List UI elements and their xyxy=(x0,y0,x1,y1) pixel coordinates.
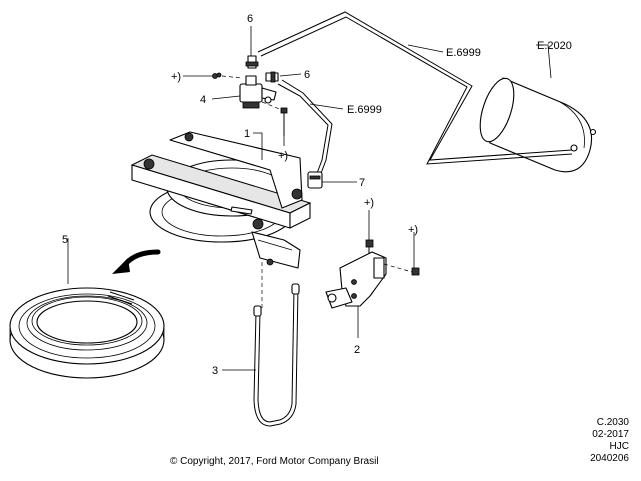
drawing-code: C.2030 xyxy=(596,417,629,428)
bracket-bolt-right xyxy=(411,267,420,276)
bolt-middle xyxy=(280,107,288,136)
u-shaped-hose xyxy=(253,283,300,427)
mounting-bracket xyxy=(325,251,387,309)
drawing-initials: HJC xyxy=(609,441,629,452)
callout-part-2: 2 xyxy=(354,344,360,356)
air-line-upper xyxy=(257,11,573,165)
air-line-lower xyxy=(277,79,333,177)
callout-part-7: 7 xyxy=(359,177,365,189)
connector-fitting xyxy=(307,171,323,189)
callout-part-6-right: 6 xyxy=(304,69,310,81)
callout-part-3: 3 xyxy=(212,365,218,377)
spare-wheel-carrier xyxy=(130,131,312,269)
bolt-left xyxy=(212,72,222,79)
fitting-right xyxy=(265,71,279,83)
callout-e6999-upper: E.6999 xyxy=(446,47,481,59)
callout-part-6-top: 6 xyxy=(247,13,253,25)
callout-labels: 6 6 +) 4 1 +) E.6999 E.6999 E.2020 7 +) … xyxy=(62,13,572,377)
bracket-bolt-top xyxy=(365,239,374,254)
callout-part-5: 5 xyxy=(62,234,68,246)
spare-tire xyxy=(9,287,165,379)
callout-plus-mid: +) xyxy=(278,150,288,162)
air-tank xyxy=(479,77,597,173)
valve-assembly xyxy=(239,75,277,109)
callout-plus-bracket-top: +) xyxy=(364,197,374,209)
callout-e6999-lower: E.6999 xyxy=(347,104,382,116)
bolt-axis-middle xyxy=(261,101,283,111)
callout-part-1: 1 xyxy=(244,128,250,140)
fitting-top xyxy=(245,55,259,69)
drawing-metadata: C.2030 02-2017 HJC 2040206 xyxy=(590,417,629,465)
drawing-number: 2040206 xyxy=(590,453,629,464)
callout-plus-left: +) xyxy=(171,71,181,83)
leader-lines xyxy=(67,26,552,371)
drawing-date: 02-2017 xyxy=(592,429,629,440)
copyright-notice: © Copyright, 2017, Ford Motor Company Br… xyxy=(170,456,379,467)
callout-part-4: 4 xyxy=(200,94,206,106)
callout-plus-bracket-right: +) xyxy=(408,224,418,236)
direction-arrow xyxy=(112,249,161,274)
bracket-bolt-axis xyxy=(383,263,413,273)
bolt-axis-left xyxy=(221,75,243,79)
callout-e2020: E.2020 xyxy=(537,40,572,52)
